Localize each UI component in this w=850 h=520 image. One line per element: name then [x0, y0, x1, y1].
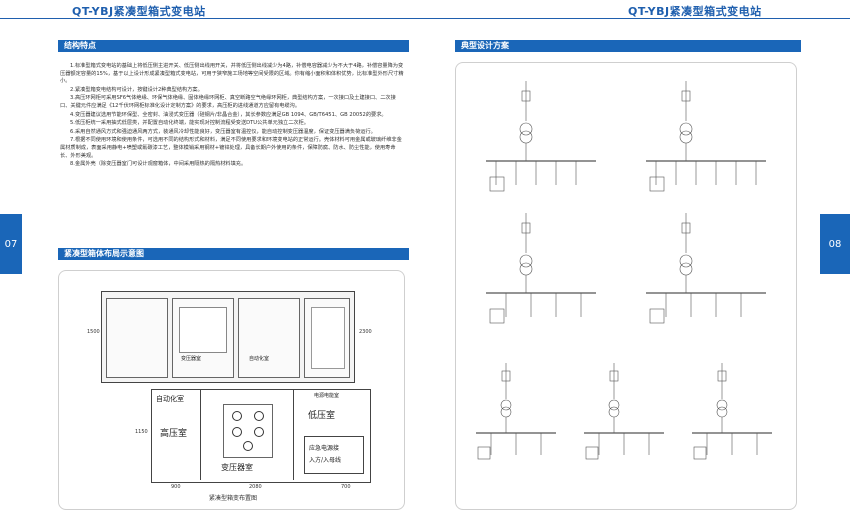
plan-label-emergency-2: 入方/入母线 [309, 457, 342, 464]
design-schemes-panel [455, 62, 797, 510]
plan-label-auto: 自动化室 [156, 395, 184, 403]
paragraph-7: 7.根据不同使用环境和使用条件，可选用不同的结构形式和材料，满足不同使用要求和环… [60, 137, 402, 159]
plan-label-transformer: 变压器室 [221, 463, 253, 472]
front-dim-right: 2300 [359, 329, 372, 335]
section-layout-title: 紧凑型箱体布局示意图 [58, 248, 409, 260]
paragraph-2: 2.紧凑型箱变电结构可设计，按键设计2种典型结构方案。 [70, 86, 203, 93]
page-number-right: 08 [820, 214, 850, 274]
scheme-diagram [486, 213, 596, 324]
paragraph-3: 3.高压环网柜可采用SF6气体绝缘、环保气体绝缘、固体绝缘环网柜、真空断路空气绝… [60, 95, 396, 109]
plan-room-lv: 电源电能室 低压室 应急电源接 入方/入母线 [294, 390, 368, 480]
bushing-icon [232, 427, 242, 437]
plan-dim-c: 700 [341, 484, 351, 490]
scheme-diagram [486, 81, 596, 192]
plan-dim-b: 2080 [249, 484, 262, 490]
transformer-body [223, 404, 273, 458]
scheme-diagram [476, 363, 556, 460]
plan-room-hv: 自动化室 高压室 [152, 390, 201, 480]
scheme-diagram [584, 363, 664, 460]
plan-room-transformer: 变压器室 [201, 390, 294, 480]
front-panel-hv [106, 298, 168, 378]
scheme-diagram [646, 213, 766, 324]
plan-dim-height: 1150 [135, 429, 148, 435]
front-dim-left: 1500 [87, 329, 100, 335]
paragraph-5: 5.低压柜统一采用抽式低层类，并配置自动化终端，能实现对控制流程受变送DTU公共… [70, 120, 309, 127]
bushing-icon [254, 411, 264, 421]
plan-dim-a: 900 [171, 484, 181, 490]
section-structure-title: 结构特点 [58, 40, 409, 52]
section-design-title: 典型设计方案 [455, 40, 801, 52]
bushing-icon [254, 427, 264, 437]
front-label-auto: 自动化室 [249, 356, 270, 362]
transformer-window [179, 307, 227, 353]
front-elevation: 变压器室 自动化室 [101, 291, 355, 383]
scheme-diagram [692, 363, 772, 460]
paragraph-8: 8.金属外壳（除变压器室门可设计观窗箱体，中间采用隔热的隔热材料填充。 [70, 161, 247, 168]
front-panel-auto: 自动化室 [238, 298, 300, 378]
plan-room-emergency: 应急电源接 入方/入母线 [304, 436, 364, 474]
right-header-rule [425, 18, 850, 19]
front-panel-transformer: 变压器室 [172, 298, 234, 378]
front-panel-lv [304, 298, 350, 378]
left-page-header: QT-YBJ紧凑型箱式变电站 [72, 5, 206, 18]
paragraph-4: 4.变压器建议选用节能环保型、全密封、油浸式变压器（硅钢片/非晶合金），其长参数… [70, 111, 387, 118]
paragraph-6: 6.采用自然通风方式和强迫通风两方式，装通风冷却性能良好，变压器室有温控仪，能自… [70, 128, 376, 135]
plan-view: 自动化室 高压室 变压器室 电源电能室 低压室 应急电源接 入方/入母线 [151, 389, 371, 483]
lv-cabinet-door [311, 307, 345, 369]
schematic-diagrams [476, 81, 772, 460]
plan-label-hv: 高压室 [160, 429, 188, 439]
front-label-transformer: 变压器室 [181, 356, 202, 362]
page-number-left: 07 [0, 214, 22, 274]
bushing-icon [243, 441, 253, 451]
bushing-icon [232, 411, 242, 421]
plan-label-meter: 电源电能室 [314, 393, 340, 399]
paragraph-1: 1.标准型箱式变电站的基础上将低压侧主进开关、低压侧出线用开关，并将低压侧出线减… [60, 63, 404, 85]
layout-diagram-panel: 变压器室 自动化室 1500 2300 自动化室 高压室 变压器室 电源电能室 [58, 270, 405, 510]
structure-paragraphs: 1.标准型箱式变电站的基础上将低压侧主进开关、低压侧出线用开关，并将低压侧出线减… [60, 63, 405, 170]
right-page-header: QT-YBJ紧凑型箱式变电站 [628, 5, 762, 18]
scheme-diagram [646, 81, 766, 192]
left-header-rule [0, 18, 425, 19]
plan-label-lv: 低压室 [308, 411, 336, 421]
plan-label-emergency: 应急电源接 [309, 445, 340, 452]
layout-caption: 紧凑型箱变布置图 [209, 495, 258, 502]
